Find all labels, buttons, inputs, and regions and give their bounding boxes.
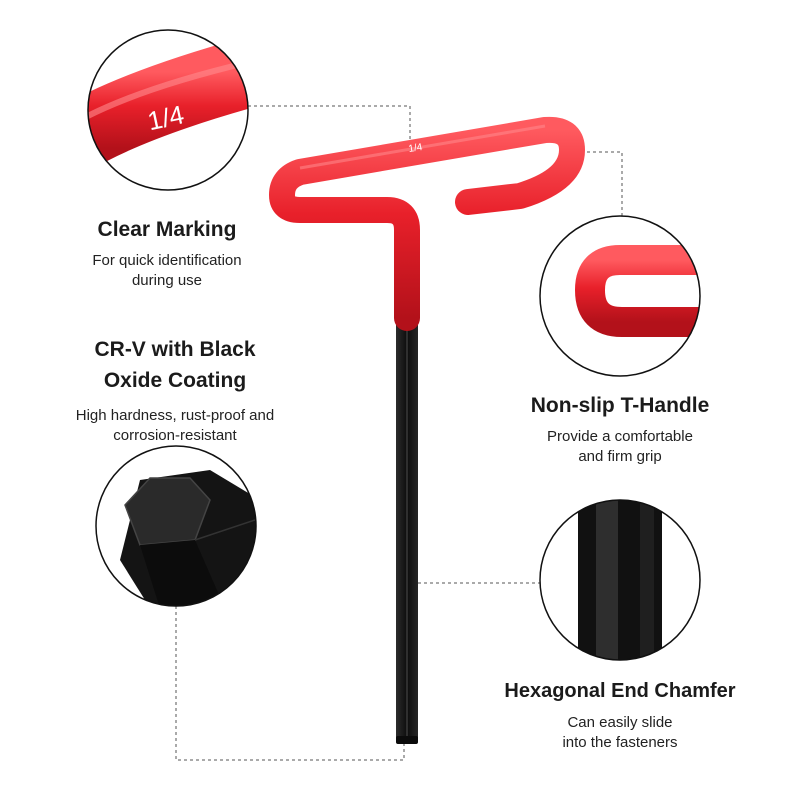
closeup-size-marking: 1/4 [145,99,187,136]
detail-circle-t-handle [539,215,701,377]
leader-line-clear-marking [248,105,411,140]
feature-title: Non-slip T-Handle [530,394,710,417]
feature-description: Can easily slide into the fasteners [562,714,678,751]
feature-hex-chamfer: Hexagonal End Chamfer Can easily slide i… [470,676,770,753]
feature-title: CR-V with Black Oxide Coating [94,338,256,392]
detail-circle-shaft [539,499,701,661]
feature-non-slip-handle: Non-slip T-Handle Provide a comfortable … [500,390,740,467]
detail-circle-hex-end [95,445,257,607]
feature-description: Provide a comfortable and firm grip [547,428,693,465]
detail-circle-marking: 1/4 [87,29,249,191]
feature-title: Hexagonal End Chamfer [504,680,736,702]
t-handle-hex-key: 1/4 [269,116,585,744]
feature-description: For quick identification during use [92,252,242,289]
leader-line-hex-end [175,606,405,761]
feature-clear-marking: Clear Marking For quick identification d… [62,214,272,291]
handle-size-marking: 1/4 [408,142,424,155]
feature-crv-coating: CR-V with Black Oxide Coating High hardn… [40,334,310,446]
leader-lines [175,105,623,761]
wrench-t-handle [269,116,585,331]
wrench-shaft-tip [396,736,418,744]
feature-title: Clear Marking [97,218,237,241]
feature-description: High hardness, rust-proof and corrosion-… [75,407,275,444]
